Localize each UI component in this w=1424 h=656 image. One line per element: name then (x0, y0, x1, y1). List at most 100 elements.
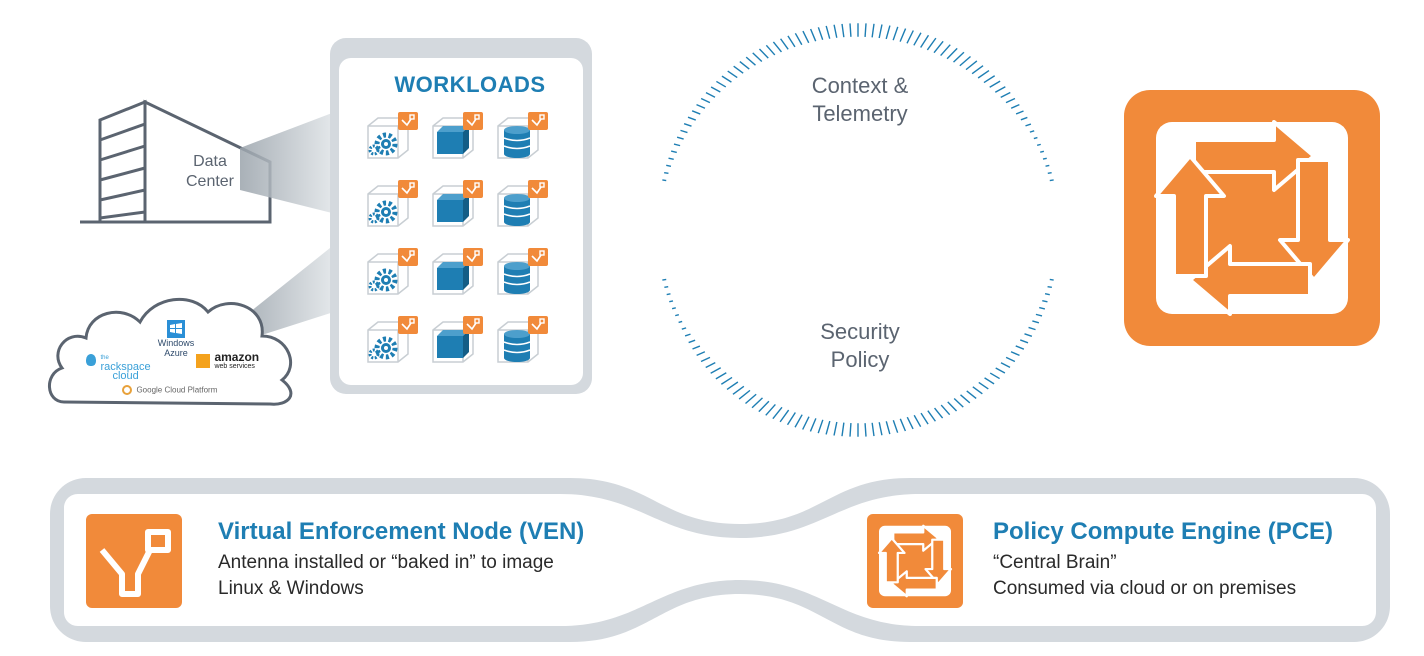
data-center-label: Data Center (170, 152, 250, 192)
policy-arc-stroke (947, 401, 958, 412)
policy-arc-stroke (892, 419, 899, 433)
security-line2: Policy (830, 347, 890, 372)
telemetry-arc-stroke (670, 150, 677, 154)
policy-arc-stroke (779, 409, 790, 423)
policy-arc-stroke (1039, 306, 1046, 310)
telemetry-arc-stroke (1040, 150, 1045, 153)
policy-arc-stroke (1005, 356, 1016, 363)
telemetry-arc-stroke (666, 164, 672, 167)
telemetry-arc-stroke (1049, 179, 1054, 182)
telemetry-arc-stroke (940, 44, 951, 57)
azure-logo: Windows Azure (146, 320, 206, 358)
ven-badge-icon (463, 248, 483, 266)
telemetry-arc-stroke (809, 28, 817, 42)
policy-arc-stroke (1024, 333, 1033, 337)
telemetry-arc-stroke (926, 37, 937, 51)
policy-arc-stroke (960, 394, 971, 404)
telemetry-arc-stroke (664, 171, 669, 175)
policy-arc-stroke (1047, 285, 1052, 289)
telemetry-arc-stroke (906, 30, 914, 44)
telemetry-arc-stroke (1042, 157, 1047, 160)
server-workload-icon (432, 180, 483, 227)
legend-frame (50, 478, 1390, 642)
telemetry-arc-stroke (733, 65, 744, 74)
policy-arc-stroke (849, 423, 852, 437)
amazon-label: amazon (214, 350, 260, 364)
policy-arc-stroke (772, 406, 783, 420)
telemetry-arc-stroke (959, 55, 971, 67)
pce-title: Policy Compute Engine (PCE) (993, 518, 1334, 545)
telemetry-arc-stroke (673, 143, 681, 147)
policy-arc-stroke (995, 367, 1006, 374)
database-workload-icon (497, 316, 548, 363)
telemetry-arc-stroke (849, 23, 852, 37)
ven-badge-icon (398, 316, 418, 334)
telemetry-arc-stroke (892, 26, 899, 41)
telemetry-arc-stroke (946, 47, 958, 60)
telemetry-arc-stroke (1010, 104, 1020, 109)
telemetry-arc-stroke (802, 30, 810, 44)
telemetry-arc-stroke (1005, 97, 1016, 104)
policy-arc-stroke (671, 307, 676, 310)
policy-arc-stroke (809, 418, 817, 432)
workload-grid (367, 112, 548, 363)
ven-badge-icon (398, 112, 418, 130)
telemetry-arc-stroke (721, 75, 732, 83)
security-policy-label: Security Policy (780, 318, 940, 374)
policy-arc-stroke (794, 414, 803, 428)
policy-arc-stroke (978, 381, 989, 390)
ven-badge-icon (528, 248, 548, 266)
telemetry-arc-stroke (680, 129, 688, 134)
telemetry-arc-stroke (691, 110, 701, 115)
telemetry-arc-stroke (1000, 91, 1011, 98)
rackspace-logo: the rackspace cloud (86, 354, 151, 382)
telemetry-arc-stroke (1029, 130, 1035, 133)
database-workload-icon (497, 180, 548, 227)
policy-arc-stroke (920, 412, 929, 425)
telemetry-arc-stroke (871, 23, 875, 38)
telemetry-arc-stroke (833, 24, 838, 38)
policy-arc-stroke (1035, 313, 1043, 317)
telemetry-arc-stroke (913, 32, 922, 46)
telemetry-arc-stroke (758, 48, 769, 59)
server-workload-icon (432, 248, 483, 295)
telemetry-arc-stroke (765, 44, 776, 56)
policy-arc-stroke (825, 420, 831, 435)
context-telemetry-label: Context & Telemetry (780, 72, 940, 128)
pce-legend-icon (867, 514, 963, 608)
telemetry-arc-stroke (864, 23, 867, 37)
telemetry-arc-stroke (739, 60, 750, 70)
policy-arc-stroke (878, 422, 883, 436)
telemetry-arc-stroke (794, 32, 803, 46)
policy-arc-stroke (688, 339, 696, 344)
telemetry-arc-stroke (878, 24, 883, 39)
telemetry-arc-stroke (933, 40, 944, 54)
policy-arc-stroke (664, 285, 669, 289)
telemetry-arc-stroke (687, 116, 697, 121)
policy-arc-stroke (669, 300, 674, 303)
policy-arc-stroke (1049, 278, 1054, 281)
telemetry-arc-stroke (1045, 164, 1050, 167)
policy-arc-stroke (802, 416, 810, 430)
context-line2: Telemetry (812, 101, 908, 126)
telemetry-arc-stroke (989, 80, 1001, 88)
policy-arc-stroke (745, 393, 757, 405)
database-workload-icon (497, 248, 548, 295)
policy-arc-stroke (710, 367, 722, 374)
policy-arc-stroke (738, 389, 751, 400)
policy-arc-stroke (726, 381, 739, 390)
policy-arc-stroke (871, 422, 875, 437)
database-workload-icon (497, 112, 548, 159)
policy-arc-stroke (696, 351, 706, 356)
telemetry-arc-stroke (676, 136, 684, 140)
telemetry-arc-stroke (705, 92, 716, 98)
telemetry-arc-stroke (700, 97, 711, 104)
ven-badge-icon (528, 316, 548, 334)
telemetry-arc-stroke (780, 38, 789, 50)
ven-badge-icon (398, 180, 418, 198)
gear-workload-icon (367, 316, 418, 363)
ven-badge-icon (398, 248, 418, 266)
policy-arc-stroke (666, 293, 671, 296)
pce-icon (1124, 90, 1380, 346)
policy-arc-stroke (684, 333, 691, 337)
